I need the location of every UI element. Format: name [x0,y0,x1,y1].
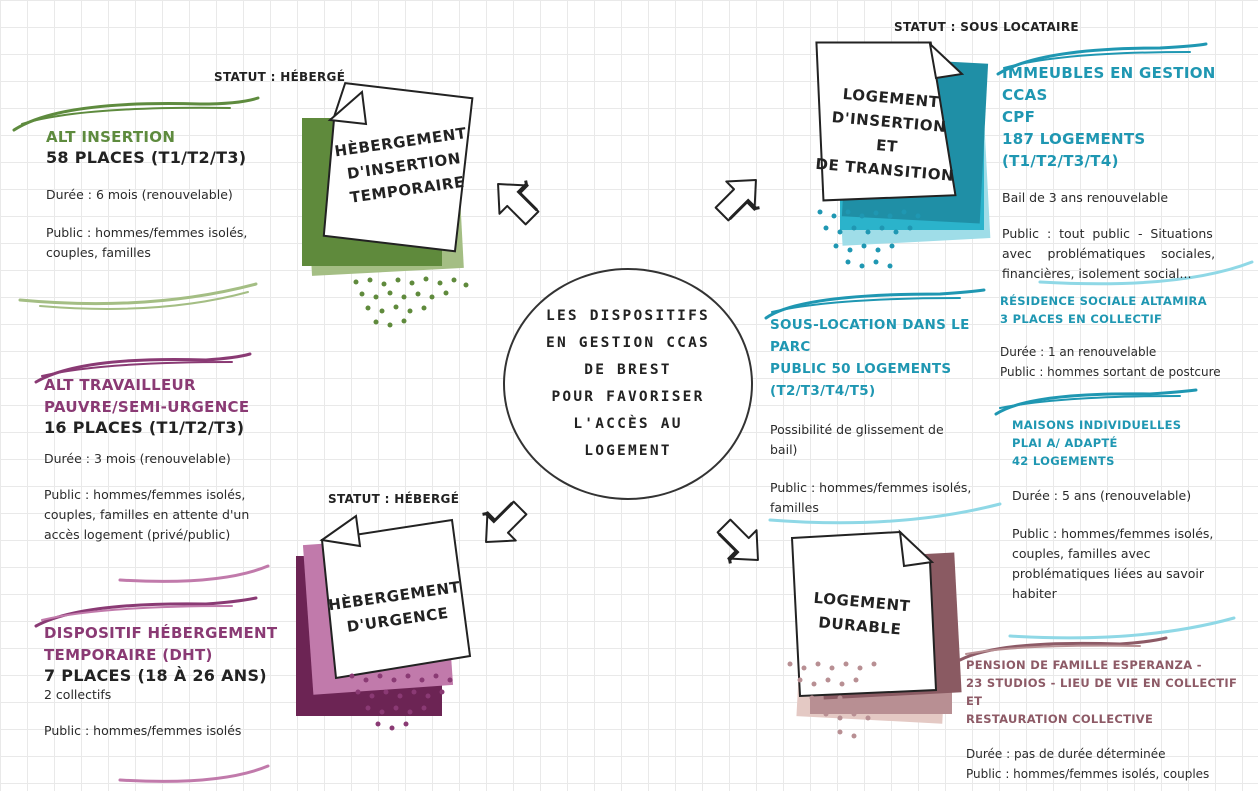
arrow-down-left [482,500,528,543]
section-public: Public : hommes/femmes isolés, [770,480,972,495]
section-title: PENSION DE FAMILLE ESPERANZA - [966,658,1202,672]
section-duree: Durée : 1 an renouvelable [1000,345,1157,359]
section-public: problématiques liées au savoir [1012,566,1204,581]
section-title: 42 LOGEMENTS [1012,454,1115,468]
section-public: financières, isolement social... [1002,266,1192,281]
section-title: PUBLIC 50 LOGEMENTS [770,361,952,377]
section-immeubles: IMMEUBLES EN GESTION CCAS CPF 187 LOGEME… [1002,62,1252,284]
section-public: habiter [1012,586,1057,601]
center-title: LES DISPOSITIFS EN GESTION CCAS DE BREST… [523,303,733,465]
section-title: RESTAURATION COLLECTIVE [966,712,1154,726]
section-title: IMMEUBLES EN GESTION CCAS [1002,64,1216,104]
center-line: EN GESTION CCAS [546,335,710,351]
section-public: Public : hommes/femmes isolés, [46,225,248,240]
note-stack-transition [815,41,991,246]
section-glissement: bail) [770,442,798,457]
statut-heberge-urgence-label: STATUT : HÉBERGÉ [328,492,460,506]
section-title: PAUVRE/SEMI-URGENCE [44,398,250,416]
section-pension: PENSION DE FAMILLE ESPERANZA - 23 STUDIO… [966,656,1252,784]
section-public: Public : tout public - Situations [1002,226,1213,241]
section-title: 23 STUDIOS - LIEU DE VIE EN COLLECTIF ET [966,676,1238,708]
section-public: Public : hommes/femmes isolés, couples [966,767,1210,781]
section-public: Public : hommes/femmes isolés, [1012,526,1214,541]
section-public: Public : hommes/femmes isolés, [44,487,246,502]
section-places: 7 PLACES (18 À 26 ANS) [44,666,267,685]
section-collectifs: 2 collectifs [44,687,112,702]
section-title: ALT TRAVAILLEUR [44,376,196,394]
section-public: Public : hommes sortant de postcure [1000,365,1221,379]
section-places: 16 PLACES (T1/T2/T3) [44,418,245,437]
center-line: L'ACCÈS AU [573,416,683,432]
section-public: accès logement (privé/public) [44,527,231,542]
section-title: SOUS-LOCATION DANS LE PARC [770,317,970,355]
dots-green [353,276,469,328]
section-alt-travailleur: ALT TRAVAILLEUR PAUVRE/SEMI-URGENCE 16 P… [44,374,284,545]
center-line: POUR FAVORISER [551,389,705,405]
arrow-up-right [714,179,760,222]
section-title: MAISONS INDIVIDUELLES [1012,418,1182,432]
note-stack-urgence [296,514,472,716]
section-title: DISPOSITIF HÉBERGEMENT [44,624,278,642]
section-bail: Bail de 3 ans renouvelable [1002,190,1169,205]
section-public: couples, familles [46,245,151,260]
note-title-transition: LOGEMENT D'INSERTION ET DE TRANSITION [814,80,962,188]
center-line: LOGEMENT [584,443,672,459]
section-alt-insertion: ALT INSERTION 58 PLACES (T1/T2/T3) Durée… [46,126,276,263]
swooshes [12,42,1254,783]
center-line: LES DISPOSITIFS [546,308,710,324]
arrow-down-right [716,518,759,564]
section-public: familles [770,500,819,515]
statut-heberge-label: STATUT : HÉBERGÉ [214,70,346,84]
section-places: 58 PLACES (T1/T2/T3) [46,148,247,167]
section-title: CPF [1002,108,1036,126]
section-dht: DISPOSITIF HÉBERGEMENT TEMPORAIRE (DHT) … [44,622,284,741]
section-title: RÉSIDENCE SOCIALE ALTAMIRA [1000,294,1207,308]
section-public: couples, familles avec [1012,546,1151,561]
section-title: ALT INSERTION [46,128,176,146]
section-sous-location: SOUS-LOCATION DANS LE PARC PUBLIC 50 LOG… [770,314,1000,518]
section-duree: Durée : pas de durée déterminée [966,747,1166,761]
section-public: avec problématiques sociales, [1002,246,1216,261]
section-public: couples, familles en attente d'un [44,507,250,522]
dots-rose [787,661,877,739]
section-title: 3 PLACES EN COLLECTIF [1000,312,1163,326]
center-line: DE BREST [584,362,672,378]
section-duree: Durée : 5 ans (renouvelable) [1012,488,1192,503]
section-altamira: RÉSIDENCE SOCIALE ALTAMIRA 3 PLACES EN C… [1000,292,1256,382]
center-oval: LES DISPOSITIFS EN GESTION CCAS DE BREST… [503,268,753,500]
section-title: (T2/T3/T4/T5) [770,383,876,399]
section-title: 187 LOGEMENTS (T1/T2/T3/T4) [1002,130,1146,170]
section-title: TEMPORAIRE (DHT) [44,646,213,664]
section-maisons: MAISONS INDIVIDUELLES PLAI A/ ADAPTÉ 42 … [1012,416,1252,604]
section-glissement: Possibilité de glissement de [770,422,944,437]
statut-sous-locataire-label: STATUT : SOUS LOCATAIRE [894,20,1079,34]
section-duree: Durée : 3 mois (renouvelable) [44,451,231,466]
dots-teal [817,209,921,269]
section-duree: Durée : 6 mois (renouvelable) [46,187,233,202]
section-title: PLAI A/ ADAPTÉ [1012,436,1118,450]
dots-purple [349,673,453,731]
section-public: Public : hommes/femmes isolés [44,723,242,738]
note-stack-durable [790,529,962,724]
arrow-up-left [497,180,540,226]
note-stack-insertion-temporaire [302,81,474,276]
